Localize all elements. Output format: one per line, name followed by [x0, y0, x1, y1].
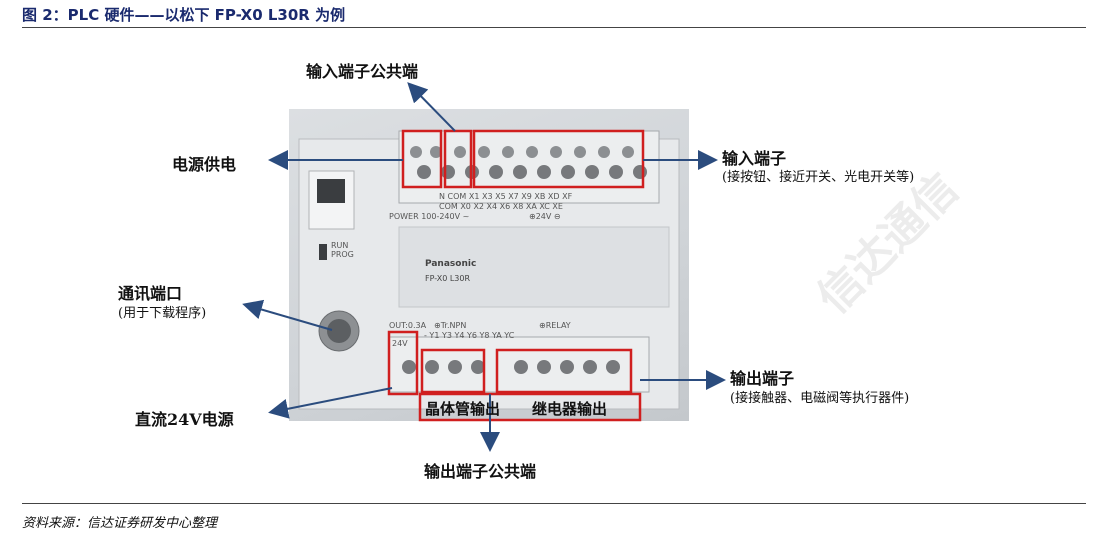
label-relay-output: 继电器输出 [532, 400, 608, 418]
plc-drawing [298, 130, 680, 410]
label-dc24v: 直流24V电源 [135, 410, 234, 429]
figure-source: 资料来源：信达证券研发中心整理 [22, 516, 218, 531]
figure-title: 图 2：PLC 硬件——以松下 FP-X0 L30R 为例 [22, 6, 346, 24]
label-power-supply: 电源供电 [172, 155, 237, 174]
label-output-common: 输出端子公共端 [424, 462, 537, 481]
label-comm-port: 通讯端口 [118, 284, 183, 303]
top-rule [22, 27, 1086, 28]
brand-name: Panasonic [425, 259, 477, 269]
bottom-rule [22, 503, 1086, 504]
model-name: FP-X0 L30R [425, 274, 471, 283]
label-transistor-output: 晶体管输出 [425, 400, 501, 418]
power-label: POWER 100-240V ~ [389, 212, 470, 221]
plc-photo: N COM X1 X3 X5 X7 X9 XB XD XF COM X0 X2 … [289, 109, 689, 421]
tr-npn: ⊕Tr.NPN [434, 321, 467, 330]
out-rating: OUT:0.3A [389, 321, 427, 330]
prog-label: PROG [331, 250, 354, 259]
run-label: RUN [331, 241, 349, 250]
dc-label: ⊕24V ⊖ [529, 212, 561, 221]
v24-label: 24V [392, 339, 408, 348]
relay-label: ⊕RELAY [539, 321, 571, 330]
led-window [317, 179, 345, 203]
label-input-terminal: 输入端子 [722, 149, 787, 168]
top-row-labels-2: COM X0 X2 X4 X6 X8 XA XC XE [439, 202, 563, 211]
run-switch [319, 244, 327, 260]
front-panel [398, 226, 670, 308]
label-input-terminal-note: (接按钮、接近开关、光电开关等) [722, 170, 915, 185]
label-comm-port-note: (用于下载程序) [118, 306, 207, 321]
label-input-common: 输入端子公共端 [306, 62, 419, 81]
bottom-row-labels: - Y1 Y3 Y4 Y6 Y8 YA YC [424, 331, 515, 340]
label-output-terminal-note: (接接触器、电磁阀等执行器件) [730, 391, 910, 406]
label-output-terminal: 输出端子 [730, 369, 795, 388]
top-row-labels: N COM X1 X3 X5 X7 X9 XB XD XF [439, 192, 573, 201]
